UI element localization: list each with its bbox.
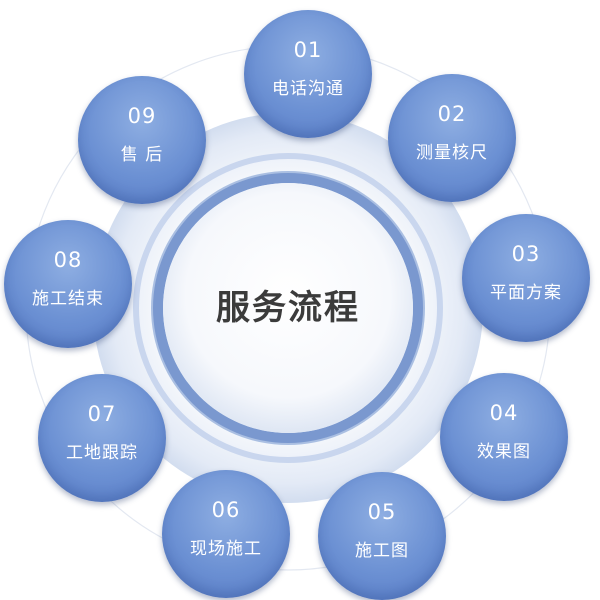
step-number: 01 [293, 38, 323, 62]
center-title: 服务流程 [216, 288, 360, 328]
center-circle [163, 183, 413, 433]
step-node-02[interactable]: 02 测量核尺 [388, 74, 516, 202]
step-number: 09 [127, 104, 157, 128]
step-number: 04 [489, 401, 519, 425]
step-number: 03 [511, 242, 541, 266]
inner-accent-ring [133, 153, 443, 463]
step-label: 施工图 [355, 541, 409, 561]
step-node-03[interactable]: 03 平面方案 [462, 214, 590, 342]
step-label: 测量核尺 [416, 143, 488, 163]
step-node-06[interactable]: 06 现场施工 [162, 470, 290, 598]
step-label: 效果图 [477, 442, 531, 462]
step-label: 工地跟踪 [66, 443, 138, 463]
step-number: 06 [211, 498, 241, 522]
step-node-08[interactable]: 08 施工结束 [4, 220, 132, 348]
step-label: 现场施工 [190, 539, 262, 559]
step-node-07[interactable]: 07 工地跟踪 [38, 374, 166, 502]
step-label: 施工结束 [32, 289, 104, 309]
step-node-01[interactable]: 01 电话沟通 [244, 10, 372, 138]
step-number: 05 [367, 500, 397, 524]
step-label: 平面方案 [490, 283, 562, 303]
step-node-04[interactable]: 04 效果图 [440, 373, 568, 501]
step-node-09[interactable]: 09 售 后 [78, 76, 206, 204]
step-number: 08 [53, 248, 83, 272]
step-number: 02 [437, 102, 467, 126]
step-label: 电话沟通 [272, 79, 344, 99]
step-label: 售 后 [120, 145, 164, 165]
step-node-05[interactable]: 05 施工图 [318, 472, 446, 600]
step-number: 07 [87, 402, 117, 426]
